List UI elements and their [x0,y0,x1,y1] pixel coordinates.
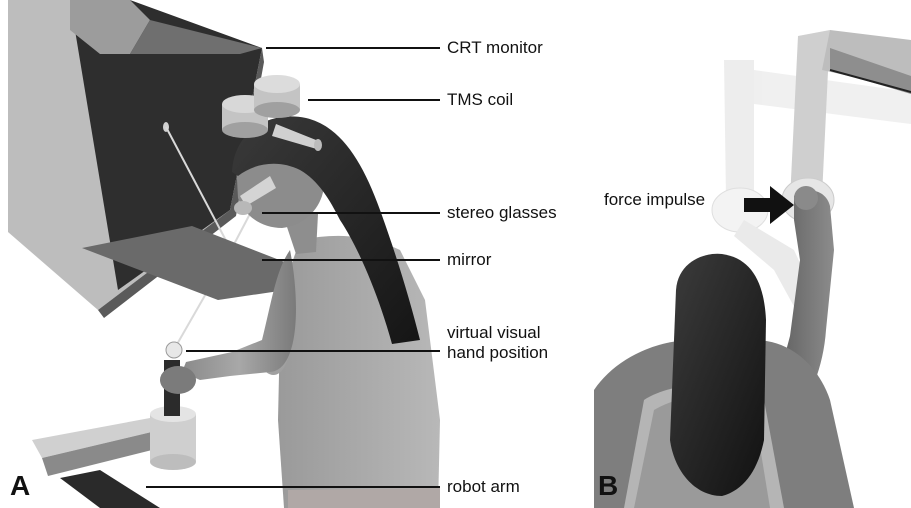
panel-b-letter: B [598,470,618,502]
label-robot-arm: robot arm [447,477,520,497]
label-tms-coil: TMS coil [447,90,513,110]
label-virtual-hand-line1: virtual visual [447,323,541,343]
panel-a-letter: A [10,470,30,502]
label-mirror: mirror [447,250,491,270]
panel-a-illustration [0,0,590,508]
virtual-hand-marker [166,342,182,358]
label-virtual-hand-line2: hand position [447,343,548,363]
hair-b [670,254,766,496]
label-force-impulse: force impulse [604,190,705,210]
hand [160,366,196,394]
label-crt-monitor: CRT monitor [447,38,543,58]
panel-b: force impulse B [594,0,911,508]
hand-b [794,186,818,210]
panel-b-illustration [594,0,911,508]
panel-a: CRT monitor TMS coil stereo glasses mirr… [0,0,590,508]
label-stereo-glasses: stereo glasses [447,203,557,223]
